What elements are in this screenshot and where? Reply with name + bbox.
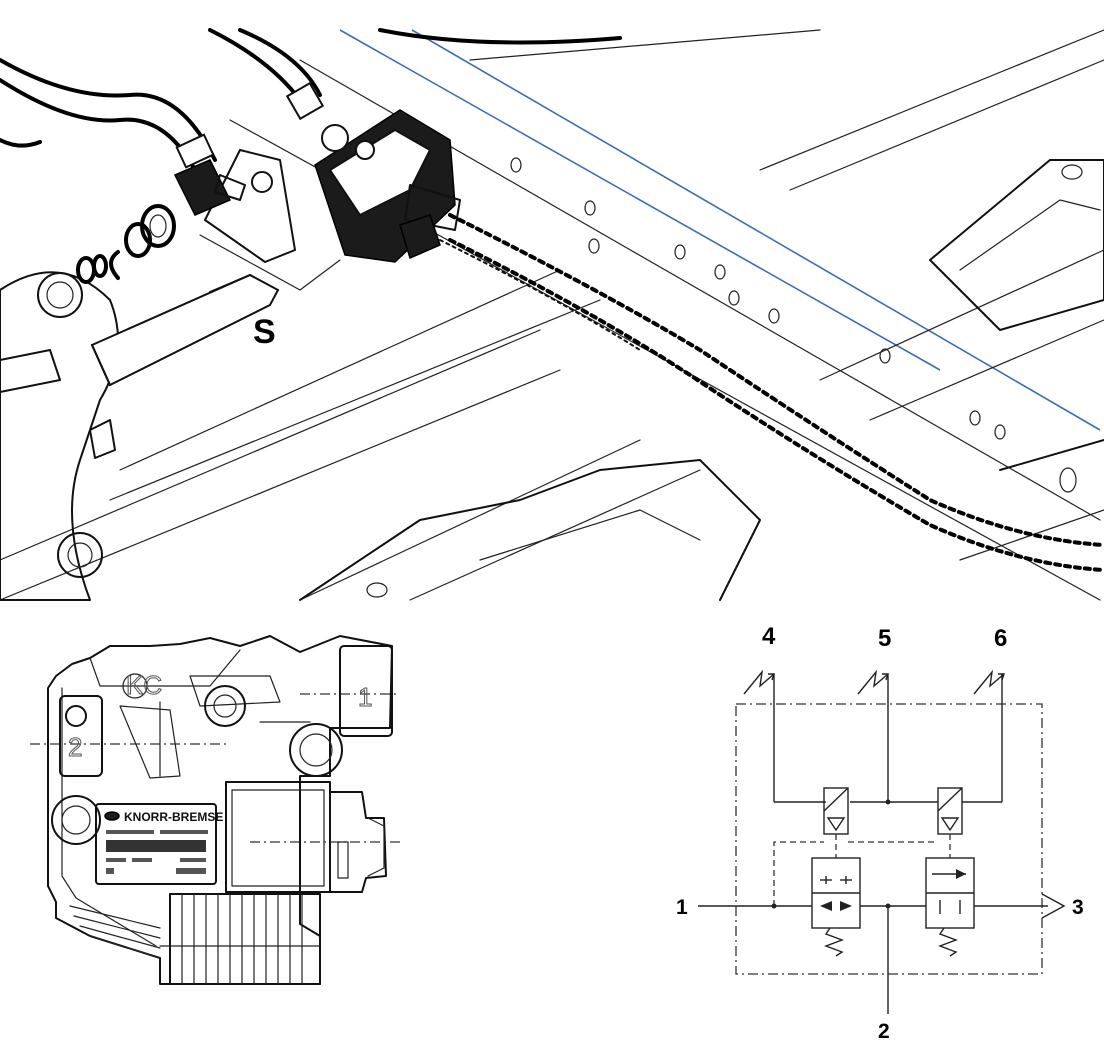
solenoid-coil xyxy=(225,781,387,893)
valve-right xyxy=(925,857,975,957)
port-label-1: 1 xyxy=(676,896,688,919)
chassis-assembly-illustration: S xyxy=(0,28,1104,601)
port-label-2: 2 xyxy=(878,1020,890,1043)
fitting-parts xyxy=(76,204,176,284)
callout-label: S xyxy=(253,313,276,351)
electrical-signal-symbols xyxy=(743,669,1005,695)
valve-unit-installed xyxy=(285,81,461,263)
callout-wedge: S xyxy=(90,273,280,387)
control-lines xyxy=(773,674,1003,805)
lower-ribs xyxy=(69,905,161,959)
valve-boundary xyxy=(735,703,1043,975)
exhaust-silencer xyxy=(159,893,321,985)
port-label-3: 3 xyxy=(1072,896,1084,919)
brand-label: KNORR-BREMSE xyxy=(124,810,223,824)
schematic-drawing: 4 5 6 1 2 3 xyxy=(676,623,1084,1043)
valve-ports xyxy=(51,685,343,845)
valve-left xyxy=(811,857,861,957)
port-2-cast-number: 2 xyxy=(68,732,82,762)
mount-bracket xyxy=(199,149,341,291)
pneumatic-schematic: 4 5 6 1 2 3 xyxy=(640,606,1104,1046)
brand-logo-icon xyxy=(104,811,120,821)
assembly-drawing: S xyxy=(0,28,1104,601)
brand-boss-emblem: KC xyxy=(126,670,162,700)
port-1-cast-number: 1 xyxy=(358,682,372,712)
cable-conduit xyxy=(439,213,1104,572)
nameplate: KNORR-BREMSE xyxy=(95,803,223,885)
port-label-4: 4 xyxy=(762,623,776,650)
frame-holes xyxy=(366,157,1083,598)
port-label-5: 5 xyxy=(878,625,891,652)
solenoid-actuator-left xyxy=(823,787,849,835)
port-1-boss: 1 xyxy=(339,645,393,737)
pilot-lines xyxy=(773,834,951,906)
valve-drawing: KC 1 2 xyxy=(30,635,400,985)
hose-coupling xyxy=(173,133,246,216)
main-flow-line xyxy=(698,893,1066,1014)
brake-chamber-left xyxy=(0,271,119,601)
port-label-6: 6 xyxy=(994,625,1007,652)
valve-front-view: KC 1 2 xyxy=(0,606,560,1046)
solenoid-actuator-right xyxy=(937,787,963,835)
port-2-boss: 2 xyxy=(59,695,103,777)
